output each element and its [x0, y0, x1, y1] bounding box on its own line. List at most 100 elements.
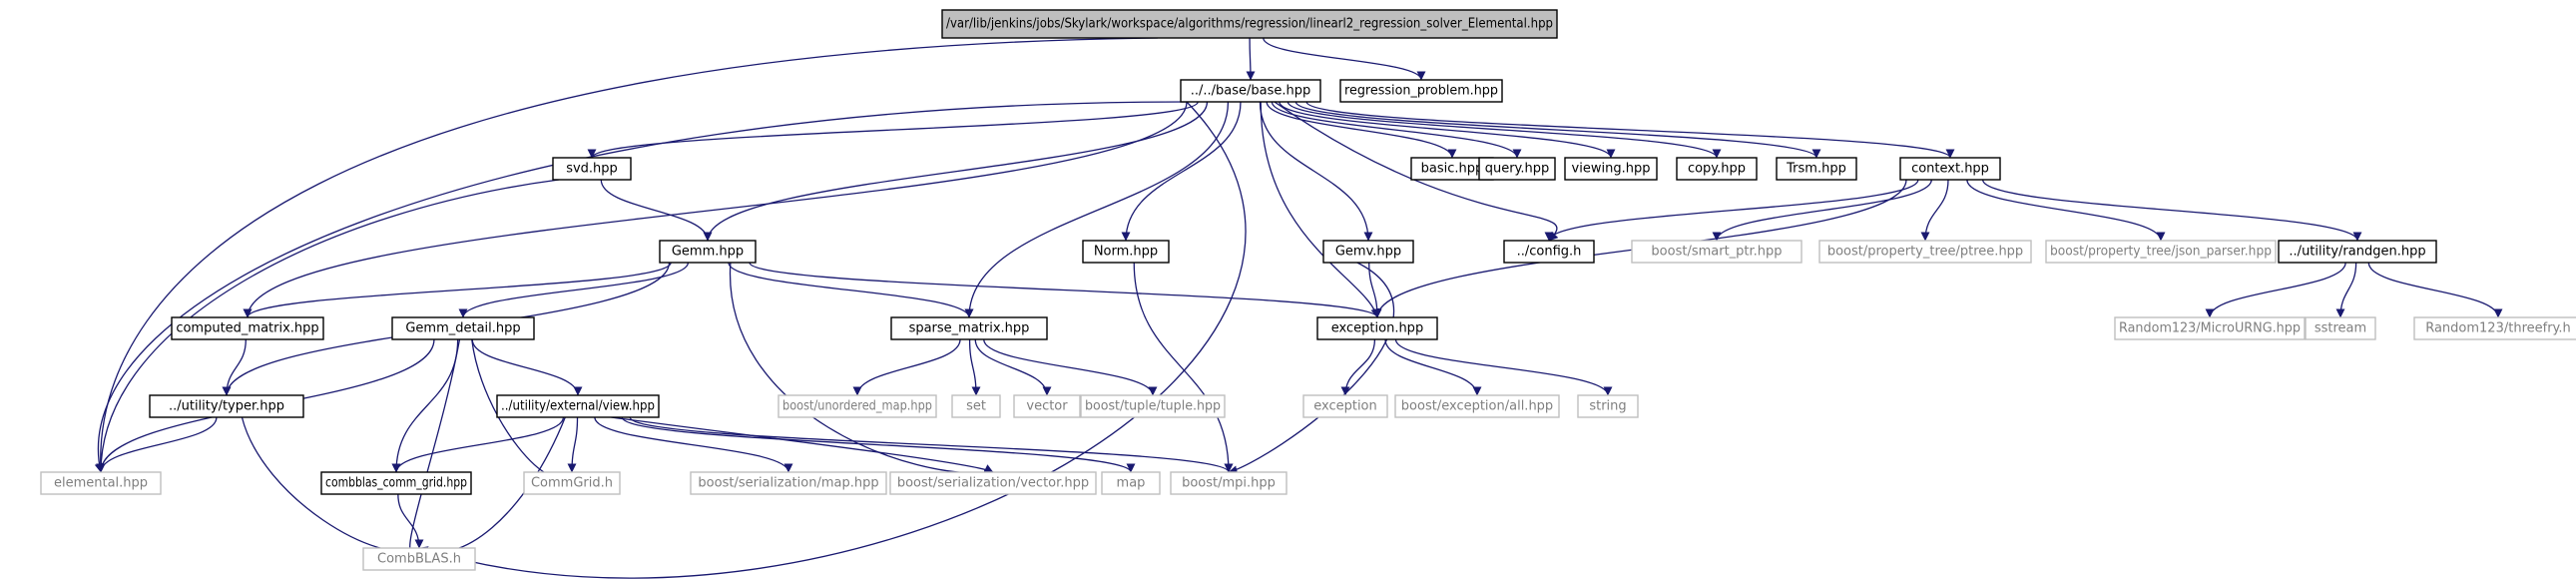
node-box: [2305, 316, 2376, 340]
node-base[interactable]: ../../base/base.hpp: [1180, 79, 1321, 103]
edge-arrow: [1246, 37, 1256, 81]
node-copy[interactable]: copy.hpp: [1676, 157, 1758, 181]
node-label: set: [966, 399, 986, 414]
edge-arrow: [1274, 101, 1559, 242]
node-gemm[interactable]: Gemm.hpp: [659, 240, 757, 264]
edge-arrow: [94, 101, 1188, 473]
edge-arrow: [1121, 101, 1242, 242]
edge-base-to-copy: [1287, 101, 1722, 159]
edge-arrow: [1340, 338, 1376, 396]
node-gemm-detail[interactable]: Gemm_detail.hpp: [391, 316, 535, 340]
edge-ext_view-to-ser_vector: [611, 416, 994, 473]
dependency-edges: [94, 37, 2503, 579]
edge-arrow: [1287, 101, 1722, 159]
node-exception-hpp[interactable]: exception.hpp: [1316, 316, 1438, 340]
edge-arrow: [621, 416, 1136, 473]
edge-base-to-gemv: [1259, 101, 1373, 242]
node-box: [1776, 157, 1857, 181]
node-map: map: [1101, 471, 1161, 495]
node-label: boost/property_tree/json_parser.hpp: [2050, 245, 2272, 260]
node-viewing[interactable]: viewing.hpp: [1564, 157, 1658, 181]
edge-arrow: [1368, 262, 1382, 318]
node-json-parser: boost/property_tree/json_parser.hpp: [2045, 240, 2277, 264]
node-label: string: [1589, 399, 1626, 414]
node-box: [1577, 394, 1639, 418]
edge-gemm-to-gemm_detail: [458, 262, 690, 318]
edge-arrow: [391, 338, 459, 473]
edge-arrow: [1228, 262, 1394, 475]
edge-root-to-regression_problem: [1263, 37, 1426, 81]
edge-base-to-exception_hpp: [1260, 101, 1380, 318]
node-randgen[interactable]: ../utility/randgen.hpp: [2278, 240, 2437, 264]
node-svd[interactable]: svd.hpp: [552, 157, 632, 181]
edge-root-to-base: [1246, 37, 1256, 81]
edge-arrow: [594, 416, 793, 473]
node-label: regression_problem.hpp: [1344, 84, 1498, 99]
node-box: [1676, 157, 1758, 181]
node-context[interactable]: context.hpp: [1899, 157, 2001, 181]
node-label: boost/mpi.hpp: [1182, 476, 1276, 491]
node-box: [777, 394, 937, 418]
node-label: boost/tuple/tuple.hpp: [1085, 399, 1221, 414]
node-box: [951, 394, 1001, 418]
node-box: [2114, 316, 2306, 340]
node-label: basic.hpp: [1421, 162, 1484, 177]
edge-arrow: [1279, 101, 1616, 159]
edge-base-to-computed_matrix: [243, 101, 1188, 318]
edge-arrow: [1712, 179, 1932, 242]
node-root[interactable]: /var/lib/jenkins/jobs/Skylark/workspace/…: [941, 9, 1558, 39]
edge-arrow: [1259, 101, 1373, 242]
node-combblas-grid[interactable]: combblas_comm_grid.hpp: [320, 471, 472, 495]
node-vector: vector: [1013, 394, 1081, 418]
node-query[interactable]: query.hpp: [1478, 157, 1556, 181]
edge-ext_view-to-ser_map: [594, 416, 793, 473]
node-box: [2413, 316, 2576, 340]
node-typer[interactable]: ../utility/typer.hpp: [149, 394, 304, 418]
edge-svd-to-gemm: [600, 179, 713, 242]
node-sstream: sstream: [2305, 316, 2376, 340]
node-box: [1013, 394, 1081, 418]
edge-base-to-config: [1274, 101, 1559, 242]
edge-context-to-config: [1544, 179, 1919, 242]
edge-arrow: [968, 338, 981, 396]
edge-ext_view-to-combblas_grid: [391, 416, 565, 473]
edge-norm-to-mpi: [1133, 262, 1234, 473]
edge-arrow: [391, 416, 565, 473]
node-trsm[interactable]: Trsm.hpp: [1776, 157, 1857, 181]
edge-arrow: [1981, 179, 2362, 242]
edge-exception_hpp-to-string: [1394, 338, 1613, 396]
node-config[interactable]: ../config.h: [1503, 240, 1595, 264]
node-box: [1080, 394, 1226, 418]
node-set: set: [951, 394, 1001, 418]
edge-randgen-to-threefry: [2367, 262, 2503, 318]
node-box: [941, 9, 1558, 39]
edge-arrow: [629, 416, 1234, 473]
edge-ext_view-to-mpi: [629, 416, 1234, 473]
edge-arrow: [567, 416, 579, 473]
node-box: [1899, 157, 2001, 181]
edge-arrow: [222, 338, 247, 396]
node-regression-problem[interactable]: regression_problem.hpp: [1339, 79, 1503, 103]
node-label: elemental.hpp: [54, 476, 148, 491]
edge-base-to-basic: [1266, 101, 1457, 159]
node-sparse-matrix[interactable]: sparse_matrix.hpp: [890, 316, 1048, 340]
node-computed-matrix[interactable]: computed_matrix.hpp: [171, 316, 324, 340]
node-box: [1503, 240, 1595, 264]
node-box: [1180, 79, 1321, 103]
node-box: [659, 240, 757, 264]
edge-sparse_matrix-to-vector: [974, 338, 1052, 396]
edge-arrow: [1260, 101, 1380, 318]
node-label: copy.hpp: [1688, 162, 1746, 177]
edge-arrow: [96, 37, 1158, 473]
node-label: boost/unordered_map.hpp: [782, 399, 932, 414]
edge-arrow: [1263, 37, 1426, 81]
node-gemv[interactable]: Gemv.hpp: [1322, 240, 1414, 264]
node-basic[interactable]: basic.hpp: [1410, 157, 1494, 181]
node-label: sparse_matrix.hpp: [909, 321, 1030, 336]
edge-gemm-to-exception_hpp: [749, 262, 1382, 318]
node-label: Trsm.hpp: [1786, 162, 1846, 177]
node-ext-view[interactable]: ../utility/external/view.hpp: [496, 394, 660, 418]
node-label: boost/exception/all.hpp: [1401, 399, 1553, 414]
edge-arrow: [728, 262, 974, 318]
node-norm[interactable]: Norm.hpp: [1082, 240, 1170, 264]
